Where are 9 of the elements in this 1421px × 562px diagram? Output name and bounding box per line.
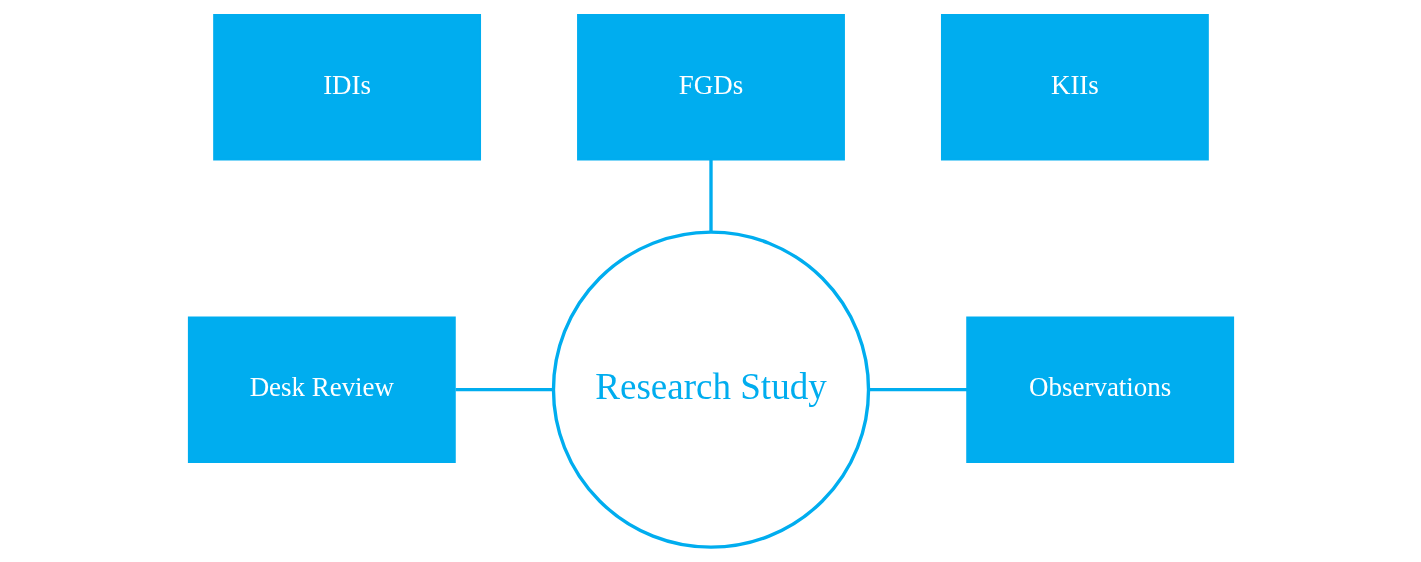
connector (708, 159, 713, 232)
node-box: KIIs (940, 14, 1209, 161)
node-box: Desk Review (187, 316, 456, 463)
node-box: Observations (965, 316, 1234, 463)
node-circle: Research Study (551, 230, 870, 549)
connector (455, 387, 553, 392)
connector (868, 387, 967, 392)
node-box: FGDs (576, 14, 845, 161)
node-box: IDIs (212, 14, 481, 161)
